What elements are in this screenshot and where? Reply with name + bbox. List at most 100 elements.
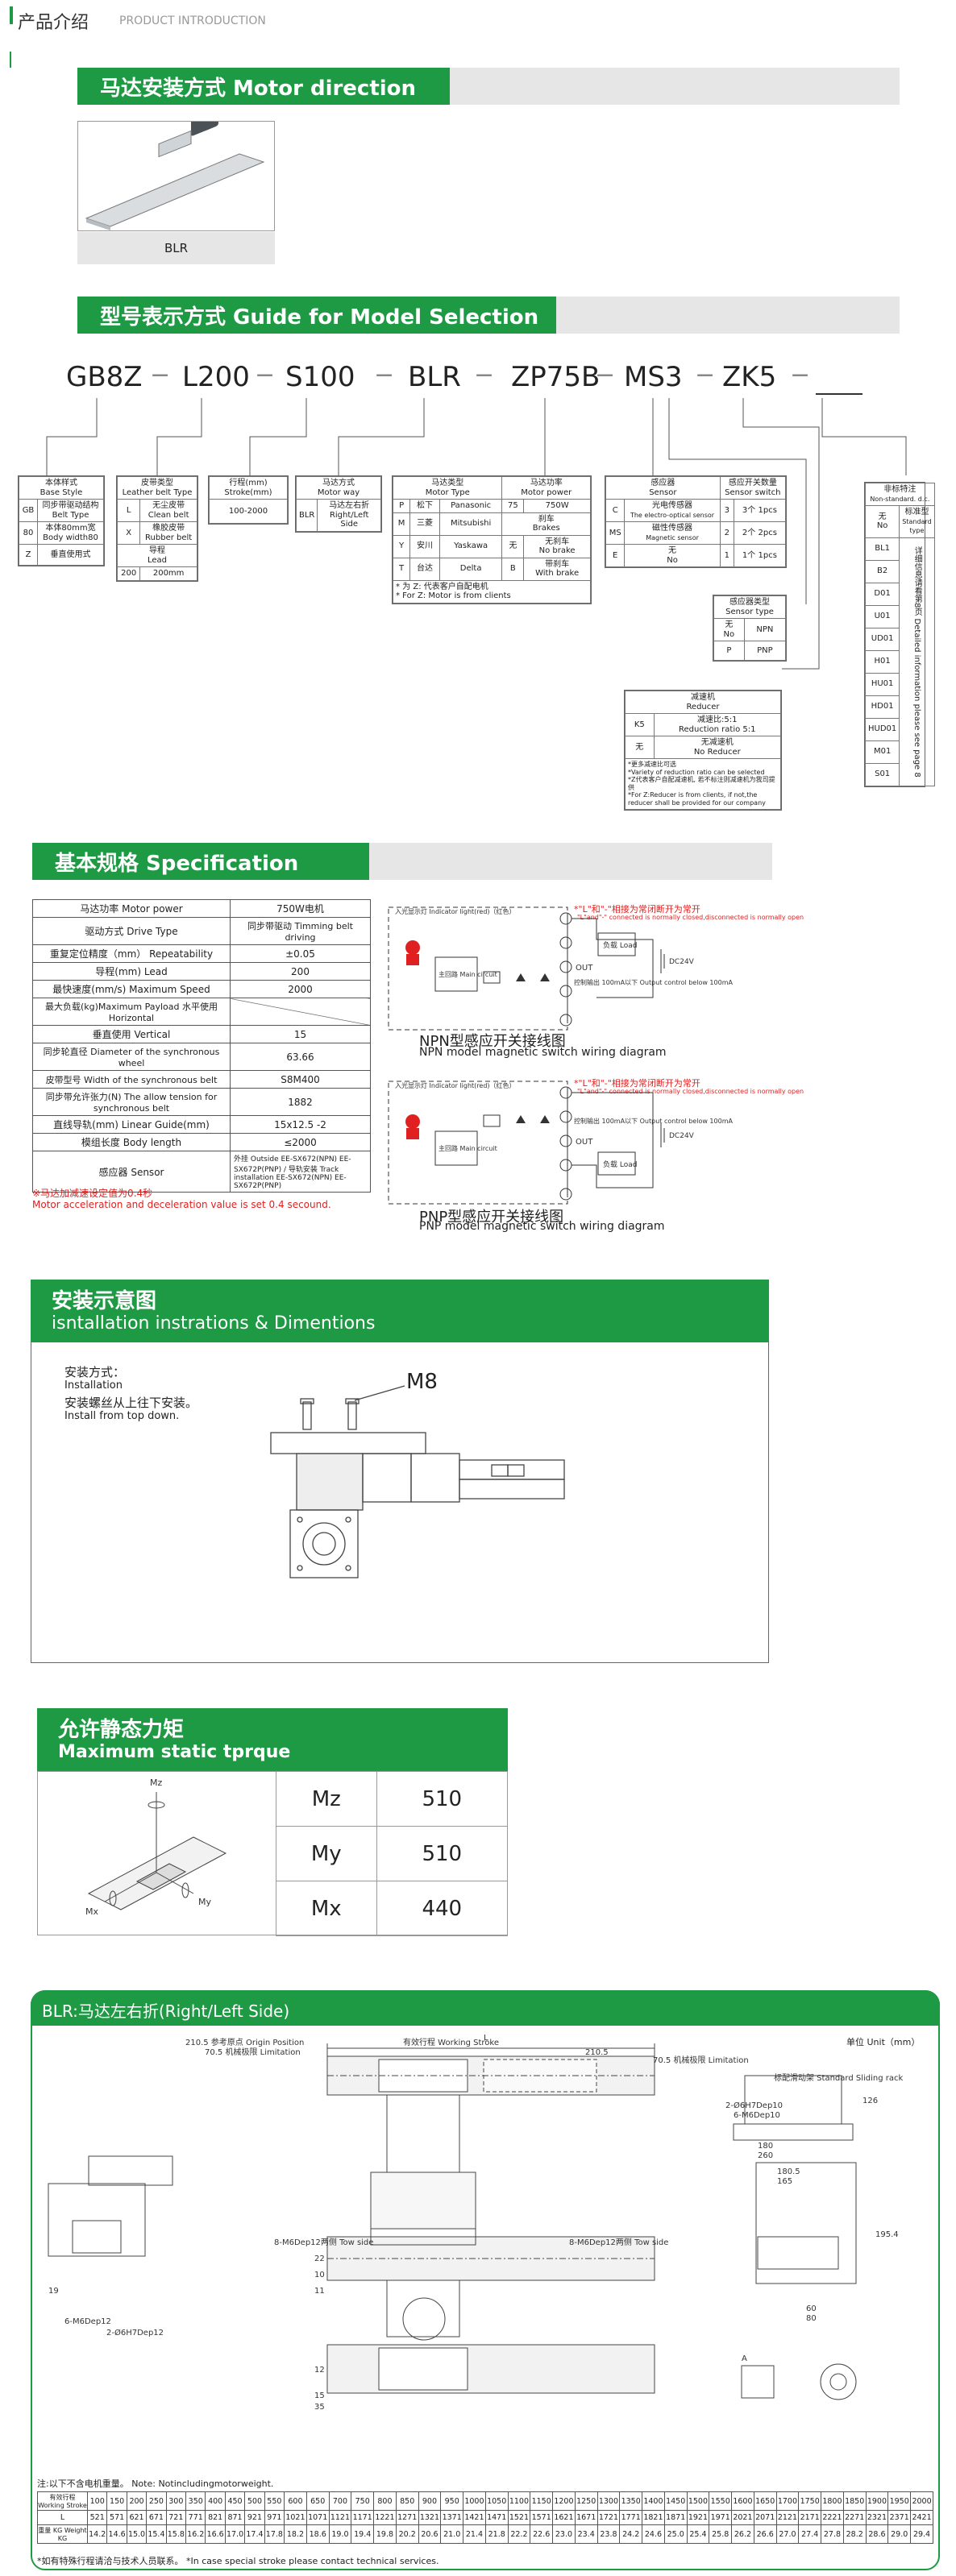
- svg-text:标配滑动架 Standard Sliding rack: 标配滑动架 Standard Sliding rack: [774, 2073, 903, 2083]
- svg-text:主回路 Main circuit: 主回路 Main circuit: [439, 1144, 497, 1152]
- stroke-cell: 150: [106, 2491, 127, 2511]
- stroke-cell: 26.6: [753, 2524, 777, 2544]
- svg-text:负载 Load: 负载 Load: [603, 1159, 637, 1169]
- stroke-cell: 671: [146, 2510, 167, 2525]
- stroke-cell: 1650: [753, 2491, 777, 2511]
- stroke-cell: 450: [224, 2491, 246, 2511]
- svg-text:A: A: [742, 2354, 747, 2363]
- stroke-cell: 17.4: [244, 2524, 265, 2544]
- stroke-cell: 500: [244, 2491, 265, 2511]
- stroke-cell: 1221: [373, 2510, 397, 2525]
- model-guide-title: 型号表示方式 Guide for Model Selection: [77, 297, 556, 334]
- stroke-cell: 24.2: [619, 2524, 643, 2544]
- pnp-title-en: PNP model magnetic switch wiring diagram: [419, 1220, 665, 1233]
- header-accent: [10, 6, 13, 24]
- stroke-cell: 1571: [530, 2510, 554, 2525]
- stroke-cell: 1171: [351, 2510, 375, 2525]
- svg-text:11: 11: [314, 2287, 325, 2296]
- stroke-cell: 2421: [910, 2510, 933, 2525]
- npn-title-en: NPN model magnetic switch wiring diagram: [419, 1046, 667, 1059]
- stroke-cell: 1950: [887, 2491, 912, 2511]
- stroke-cell: 17.8: [264, 2524, 285, 2544]
- header-marker: [10, 52, 11, 68]
- blr-drawing: L 210.5 参考原点 Origin Position 70.5 机械极限 L…: [48, 2034, 903, 2412]
- stroke-cell: 29.0: [887, 2524, 912, 2544]
- spec-title: 基本规格 Specification: [32, 843, 369, 880]
- svg-text:My: My: [198, 1897, 211, 1907]
- stroke-cell: 23.0: [552, 2524, 576, 2544]
- blr-title: BLR:马达左右折(Right/Left Side): [42, 2001, 290, 2021]
- stroke-cell: 250: [146, 2491, 167, 2511]
- npn-title-cn: NPN型感应开关接线图: [419, 1033, 566, 1050]
- moment-panel: [37, 1771, 508, 1935]
- svg-text:OUT: OUT: [576, 964, 593, 973]
- stroke-cell: 400: [205, 2491, 226, 2511]
- svg-text:有效行程 Working Stroke: 有效行程 Working Stroke: [403, 2037, 499, 2047]
- code-sensor: MS3: [624, 361, 683, 393]
- stroke-cell: 2321: [865, 2510, 889, 2525]
- code-reducer: ZK5: [722, 361, 777, 393]
- stroke-cell: 21.0: [440, 2524, 464, 2544]
- stroke-cell: 29.4: [910, 2524, 933, 2544]
- wiring-note-en: "L"and"-" connected is normally closed,d…: [577, 914, 804, 921]
- svg-text:80: 80: [806, 2314, 817, 2323]
- spec-note-cn: ※马达加减速设定值为0.4秒: [32, 1188, 153, 1199]
- svg-text:DC24V: DC24V: [669, 958, 695, 966]
- stroke-cell: 19.4: [351, 2524, 375, 2544]
- stroke-cell: 27.0: [775, 2524, 800, 2544]
- stroke-cell: 16.6: [205, 2524, 226, 2544]
- stroke-cell: 550: [264, 2491, 285, 2511]
- stroke-cell: 27.8: [821, 2524, 844, 2544]
- svg-text:180.5: 180.5: [777, 2167, 800, 2176]
- stroke-cell: 1921: [686, 2510, 710, 2525]
- code-dash: −: [474, 361, 495, 389]
- svg-text:Mx: Mx: [85, 1906, 98, 1917]
- svg-text:126: 126: [862, 2097, 878, 2105]
- svg-text:19: 19: [48, 2287, 59, 2296]
- stroke-cell: 650: [306, 2491, 330, 2511]
- stroke-cell: 1250: [574, 2491, 598, 2511]
- svg-text:210.5 参考原点 Origin Position: 210.5 参考原点 Origin Position: [185, 2037, 304, 2047]
- stroke-cell: 26.2: [731, 2524, 754, 2544]
- svg-text:260: 260: [758, 2151, 773, 2160]
- stroke-cell: 18.6: [306, 2524, 330, 2544]
- stroke-cell: 1871: [663, 2510, 688, 2525]
- code-dash: −: [150, 361, 171, 389]
- install-desc-en: Install from top down.: [64, 1410, 180, 1422]
- stroke-cell: 1700: [775, 2491, 800, 2511]
- code-base: GB8Z: [66, 361, 143, 393]
- stroke-cell: 1971: [709, 2510, 733, 2525]
- blr-note-motor: 注:以下不含电机重量。 Note: Notincludingmotorweigh…: [37, 2479, 274, 2489]
- stroke-cell: 25.4: [686, 2524, 710, 2544]
- install-method-cn: 安装方式：: [64, 1365, 126, 1379]
- stroke-cell: 20.2: [395, 2524, 419, 2544]
- stroke-cell: 2371: [887, 2510, 912, 2525]
- wiring-note-2: *"L"和"-"相接为常闭断开为常开: [574, 1078, 700, 1089]
- stroke-cell: 21.4: [463, 2524, 486, 2544]
- stroke-cell: 2071: [753, 2510, 777, 2525]
- svg-text:入光显示灯 Indicator light(red)（红色）: 入光显示灯 Indicator light(red)（红色）: [395, 907, 516, 915]
- svg-text:OUT: OUT: [576, 1138, 593, 1147]
- stroke-cell: 1500: [686, 2491, 710, 2511]
- code-dash: −: [255, 361, 276, 389]
- svg-text:210.5: 210.5: [585, 2048, 609, 2057]
- stroke-cell: 18.2: [284, 2524, 307, 2544]
- stroke-cell: 1321: [418, 2510, 442, 2525]
- code-blank: [816, 393, 862, 395]
- stroke-cell: 22.2: [507, 2524, 531, 2544]
- stroke-cell: 17.0: [224, 2524, 246, 2544]
- spec-note-en: Motor acceleration and deceleration valu…: [32, 1199, 331, 1210]
- stroke-cell: 850: [395, 2491, 419, 2511]
- stroke-cell: 1621: [552, 2510, 576, 2525]
- stroke-cell: 15.0: [126, 2524, 148, 2544]
- stroke-cell: 1450: [663, 2491, 688, 2511]
- stroke-cell: 20.6: [418, 2524, 442, 2544]
- model-connectors: [46, 398, 907, 670]
- install-title-en: isntallation instrations & Dimentions: [52, 1313, 376, 1334]
